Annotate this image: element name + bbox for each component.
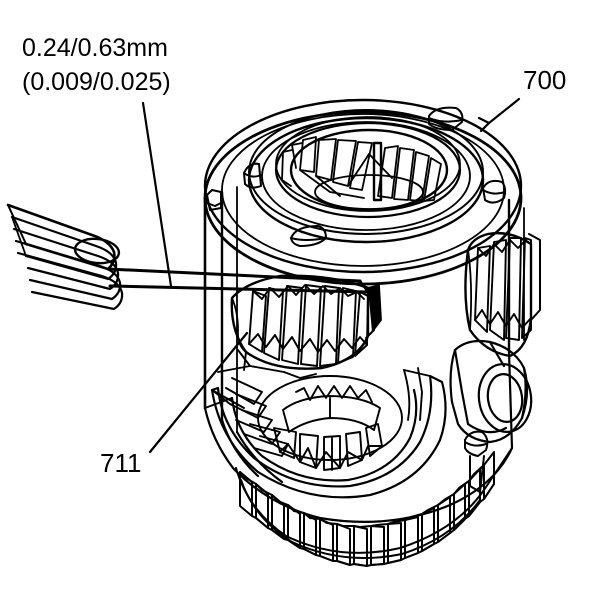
callout-700-label: 700 [523,65,566,95]
top-inner-ring [247,109,485,244]
locating-pin [464,430,489,493]
assembly-geometry [6,97,541,567]
pinion-gear-right [464,231,541,358]
carrier-inner-bevel-gear [257,375,403,471]
callout-711-label: 711 [100,448,141,478]
carrier-webs [204,349,431,457]
mounting-boss [449,339,533,444]
leader-clearance [141,101,173,288]
flange-lugs [206,106,507,247]
leader-700 [487,97,521,125]
clearance-dimension-line1: 0.24/0.63mm [22,34,168,62]
leader-700-arrow [477,116,491,133]
ring-gear-teeth [235,447,513,567]
leader-711 [148,331,249,454]
leader-lines [141,97,521,454]
feeler-gauge-tool [6,203,370,311]
internal-spline-teeth [281,136,442,202]
clearance-dimension-line2: (0.009/0.025) [22,68,171,96]
